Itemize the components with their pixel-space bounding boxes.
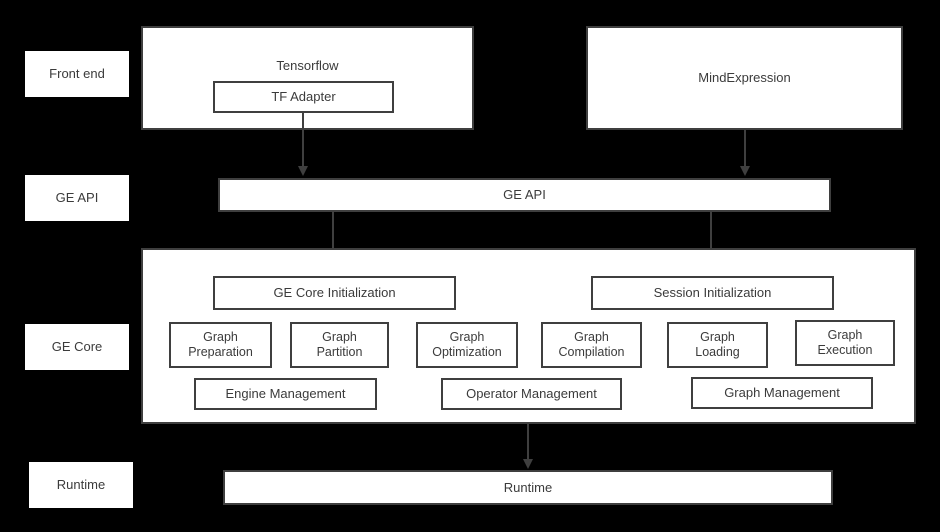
graph-management-box[interactable]: Graph Management — [691, 377, 873, 409]
graph-loading-label: Graph Loading — [695, 330, 740, 359]
stage-label-ge-core-text: GE Core — [51, 339, 103, 355]
graph-execution-label: Graph Execution — [817, 328, 873, 357]
graph-preparation-label: Graph Preparation — [188, 330, 253, 359]
stage-label-ge-core: GE Core — [25, 324, 129, 370]
session-initialization-box[interactable]: Session Initialization — [591, 276, 834, 310]
ge-core-container: GE Core Initialization Session Initializ… — [141, 248, 916, 424]
arrow-ge-core-to-runtime — [527, 424, 529, 460]
ge-core-initialization-label: GE Core Initialization — [273, 285, 396, 301]
graph-compilation-box[interactable]: Graph Compilation — [541, 322, 642, 368]
stage-label-front-end: Front end — [25, 51, 129, 97]
mindexpression-label: MindExpression — [698, 70, 791, 86]
graph-execution-box[interactable]: Graph Execution — [795, 320, 895, 366]
session-initialization-label: Session Initialization — [653, 285, 772, 301]
runtime-bar-label: Runtime — [503, 479, 553, 495]
tf-adapter-box[interactable]: TF Adapter — [213, 81, 394, 113]
graph-preparation-box[interactable]: Graph Preparation — [169, 322, 272, 368]
tf-adapter-label: TF Adapter — [271, 89, 336, 105]
mindexpression-container[interactable]: MindExpression — [586, 26, 903, 130]
runtime-bar[interactable]: Runtime — [223, 470, 833, 505]
ge-api-bar-label: GE API — [503, 187, 546, 203]
stage-label-ge-api-text: GE API — [55, 190, 99, 206]
arrow-ge-api-to-ge-core-initialization — [332, 212, 334, 270]
graph-loading-box[interactable]: Graph Loading — [667, 322, 768, 368]
arrow-ge-api-to-session-initialization — [710, 212, 712, 270]
ge-api-bar[interactable]: GE API — [218, 178, 831, 212]
graph-optimization-label: Graph Optimization — [432, 330, 502, 359]
engine-management-label: Engine Management — [225, 386, 346, 402]
operator-management-label: Operator Management — [466, 386, 597, 402]
engine-management-box[interactable]: Engine Management — [194, 378, 377, 410]
stage-label-front-end-text: Front end — [49, 66, 105, 82]
operator-management-box[interactable]: Operator Management — [441, 378, 622, 410]
graph-optimization-box[interactable]: Graph Optimization — [416, 322, 518, 368]
graph-compilation-label: Graph Compilation — [558, 330, 625, 359]
tensorflow-container[interactable]: Tensorflow — [141, 26, 474, 130]
stage-label-runtime: Runtime — [29, 462, 133, 508]
arrow-mindexpression-to-ge-api — [744, 130, 746, 167]
arrow-tf-adapter-to-ge-api — [302, 113, 304, 167]
stage-label-runtime-text: Runtime — [56, 477, 106, 493]
graph-partition-box[interactable]: Graph Partition — [290, 322, 389, 368]
graph-partition-label: Graph Partition — [316, 330, 363, 359]
tensorflow-label: Tensorflow — [276, 58, 339, 73]
graph-management-label: Graph Management — [724, 385, 840, 401]
stage-label-ge-api: GE API — [25, 175, 129, 221]
ge-core-initialization-box[interactable]: GE Core Initialization — [213, 276, 456, 310]
